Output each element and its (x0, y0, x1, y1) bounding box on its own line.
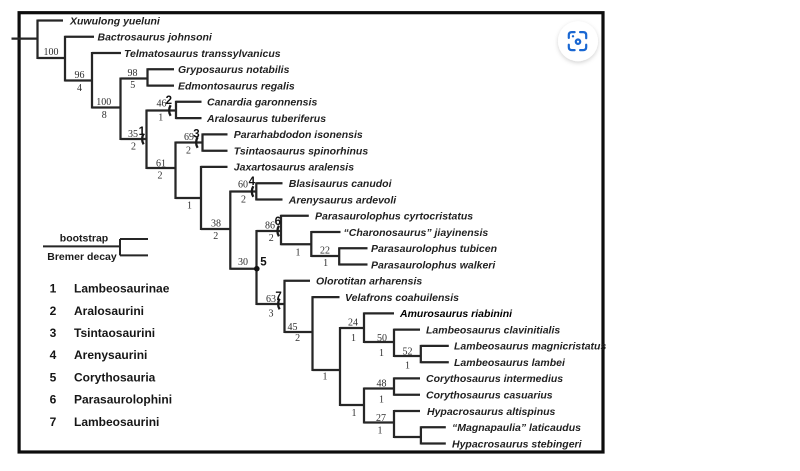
svg-text:98: 98 (128, 68, 138, 79)
svg-text:Corythosaurus intermedius: Corythosaurus intermedius (426, 373, 563, 385)
svg-text:1: 1 (187, 201, 192, 212)
svg-text:Lambeosaurus clavinitialis: Lambeosaurus clavinitialis (426, 324, 560, 336)
svg-text:Gryposaurus notabilis: Gryposaurus notabilis (178, 64, 290, 76)
svg-text:2: 2 (213, 231, 218, 242)
svg-text:45: 45 (288, 322, 298, 333)
svg-text:1: 1 (323, 372, 328, 383)
svg-text:Lambeosaurus magnicristatus: Lambeosaurus magnicristatus (454, 341, 606, 353)
svg-text:7: 7 (50, 415, 57, 429)
svg-text:48: 48 (377, 379, 387, 390)
svg-text:2: 2 (158, 171, 163, 182)
svg-text:Tsintaosaurus spinorhinus: Tsintaosaurus spinorhinus (234, 146, 369, 158)
svg-text:6: 6 (50, 393, 57, 407)
svg-text:60: 60 (238, 180, 248, 191)
svg-text:Parasaurolophus tubicen: Parasaurolophus tubicen (371, 243, 497, 255)
svg-text:Xuwulong yueluni: Xuwulong yueluni (69, 15, 161, 27)
svg-text:2: 2 (131, 142, 136, 153)
svg-text:1: 1 (379, 348, 384, 359)
svg-text:Jaxartosaurus aralensis: Jaxartosaurus aralensis (234, 162, 354, 174)
svg-text:1: 1 (351, 333, 356, 344)
svg-text:Lambeosaurinae: Lambeosaurinae (74, 282, 170, 296)
svg-text:1: 1 (378, 426, 383, 437)
svg-text:Amurosaurus riabinini: Amurosaurus riabinini (399, 308, 513, 320)
svg-text:Arenysaurus ardevoli: Arenysaurus ardevoli (288, 194, 397, 206)
svg-text:35: 35 (128, 129, 138, 140)
svg-text:50: 50 (377, 333, 387, 344)
svg-text:2: 2 (50, 304, 57, 318)
svg-text:4: 4 (50, 348, 57, 362)
svg-text:Aralosaurus tuberiferus: Aralosaurus tuberiferus (206, 113, 326, 125)
svg-text:2: 2 (166, 95, 172, 107)
svg-text:86: 86 (265, 221, 275, 232)
svg-text:7: 7 (275, 291, 281, 303)
svg-text:3: 3 (193, 128, 199, 140)
svg-text:Parasaurolophus walkeri: Parasaurolophus walkeri (371, 259, 496, 271)
svg-text:61: 61 (156, 159, 166, 170)
svg-text:bootstrap: bootstrap (60, 233, 108, 245)
svg-text:38: 38 (211, 219, 221, 230)
svg-text:5: 5 (130, 80, 135, 91)
svg-text:52: 52 (403, 346, 413, 357)
svg-text:“Magnapaulia” laticaudus: “Magnapaulia” laticaudus (452, 422, 581, 434)
svg-text:1: 1 (158, 113, 163, 124)
svg-text:2: 2 (269, 233, 274, 244)
svg-text:Telmatosaurus transsylvanicus: Telmatosaurus transsylvanicus (124, 48, 281, 60)
svg-text:Lambeosaurini: Lambeosaurini (74, 415, 159, 429)
svg-text:Parasaurolophus cyrtocristatus: Parasaurolophus cyrtocristatus (315, 211, 473, 223)
svg-text:1: 1 (323, 258, 328, 269)
svg-text:Lambeosaurus lambei: Lambeosaurus lambei (454, 357, 566, 369)
svg-text:46: 46 (157, 98, 167, 109)
svg-text:2: 2 (295, 333, 300, 344)
svg-text:24: 24 (348, 318, 358, 329)
svg-text:96: 96 (75, 70, 85, 81)
svg-text:4: 4 (77, 83, 82, 94)
svg-text:Blasisaurus canudoi: Blasisaurus canudoi (289, 178, 393, 190)
svg-text:Corythosauria: Corythosauria (74, 370, 156, 384)
svg-text:4: 4 (249, 176, 256, 188)
svg-text:69: 69 (184, 132, 194, 143)
svg-text:Canardia garonnensis: Canardia garonnensis (207, 97, 317, 109)
svg-text:3: 3 (50, 326, 57, 340)
svg-text:Parasaurolophini: Parasaurolophini (74, 393, 172, 407)
svg-text:63: 63 (266, 294, 276, 305)
svg-text:Aralosaurini: Aralosaurini (74, 304, 144, 318)
svg-text:8: 8 (102, 110, 107, 121)
svg-text:5: 5 (260, 257, 267, 269)
svg-text:100: 100 (96, 97, 111, 108)
svg-text:Corythosaurus casuarius: Corythosaurus casuarius (426, 390, 553, 402)
svg-text:22: 22 (320, 245, 330, 256)
svg-text:1: 1 (139, 126, 146, 138)
svg-text:1: 1 (379, 394, 384, 405)
svg-text:30: 30 (238, 257, 248, 268)
svg-text:“Charonosaurus” jiayinensis: “Charonosaurus” jiayinensis (344, 227, 489, 239)
svg-text:1: 1 (352, 408, 357, 419)
svg-text:1: 1 (405, 360, 410, 371)
svg-text:Velafrons coahuilensis: Velafrons coahuilensis (345, 292, 459, 304)
svg-text:Olorotitan arharensis: Olorotitan arharensis (316, 276, 422, 288)
svg-text:Hypacrosaurus altispinus: Hypacrosaurus altispinus (427, 406, 556, 418)
svg-text:6: 6 (275, 216, 281, 228)
svg-text:Bactrosaurus johnsoni: Bactrosaurus johnsoni (98, 32, 213, 44)
svg-text:5: 5 (50, 370, 57, 384)
svg-text:Bremer decay: Bremer decay (47, 251, 117, 263)
svg-text:100: 100 (44, 47, 59, 58)
svg-text:Pararhabdodon isonensis: Pararhabdodon isonensis (234, 129, 363, 141)
svg-text:Edmontosaurus regalis: Edmontosaurus regalis (178, 80, 295, 92)
svg-text:2: 2 (186, 146, 191, 157)
svg-text:1: 1 (296, 248, 301, 259)
svg-text:27: 27 (376, 413, 386, 424)
svg-text:2: 2 (241, 195, 246, 206)
svg-text:3: 3 (269, 309, 274, 320)
svg-text:Tsintaosaurini: Tsintaosaurini (74, 326, 155, 340)
svg-text:Arenysaurini: Arenysaurini (74, 348, 147, 362)
svg-text:1: 1 (50, 282, 57, 296)
svg-text:Hypacrosaurus stebingeri: Hypacrosaurus stebingeri (452, 438, 583, 450)
